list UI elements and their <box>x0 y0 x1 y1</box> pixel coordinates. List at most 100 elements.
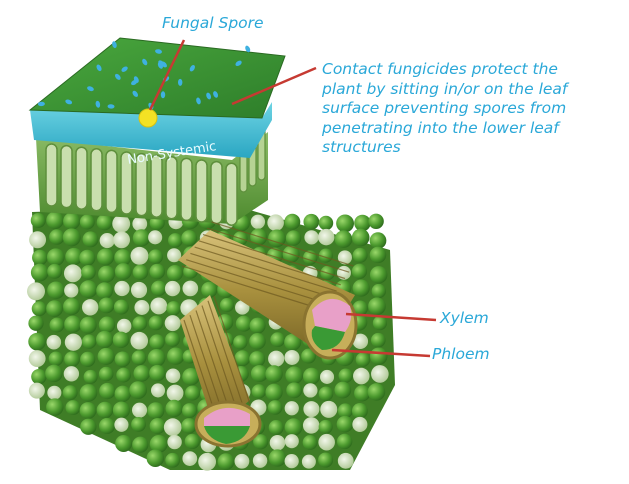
description-line: penetrating into the lower leaf <box>322 119 567 139</box>
mesophyll-cell <box>99 317 115 333</box>
surface-cell-spot <box>178 79 182 86</box>
mesophyll-cell <box>100 233 115 248</box>
mesophyll-cell <box>236 316 252 332</box>
phloem-label: Phloem <box>432 345 490 363</box>
mesophyll-cell <box>339 368 353 382</box>
mesophyll-cell <box>303 401 319 417</box>
mesophyll-cell <box>370 347 388 365</box>
mesophyll-cell <box>303 383 317 397</box>
mesophyll-cell <box>130 247 148 265</box>
mesophyll-cell <box>113 332 129 348</box>
mesophyll-cell <box>29 231 46 248</box>
mesophyll-cell <box>285 454 299 468</box>
mesophyll-cell <box>253 453 267 467</box>
mesophyll-cell <box>368 297 386 315</box>
mesophyll-cell <box>354 215 371 232</box>
mesophyll-cell <box>371 333 386 348</box>
mesophyll-cell <box>114 281 129 296</box>
mesophyll-cell <box>79 250 95 266</box>
mesophyll-cell <box>165 453 180 468</box>
palisade-cell <box>211 162 222 224</box>
palisade-cell <box>76 147 87 209</box>
mesophyll-cell <box>99 367 114 382</box>
mesophyll-cell <box>167 385 184 402</box>
mesophyll-cell <box>185 434 200 449</box>
mesophyll-cell <box>303 368 320 385</box>
mesophyll-cell <box>149 264 165 280</box>
mesophyll-cell <box>265 365 282 382</box>
mesophyll-cell <box>182 281 198 297</box>
mesophyll-cell <box>98 348 115 365</box>
palisade-cell <box>61 146 72 208</box>
mesophyll-cell <box>147 402 164 419</box>
mesophyll-cell <box>284 214 300 230</box>
mesophyll-cell <box>63 228 81 246</box>
mesophyll-cell <box>250 318 266 334</box>
mesophyll-cell <box>182 403 197 418</box>
mesophyll-cell <box>65 334 82 351</box>
mesophyll-cell <box>64 316 81 333</box>
mesophyll-cell <box>81 265 96 280</box>
mesophyll-cell <box>368 383 386 401</box>
mesophyll-cell <box>318 434 335 451</box>
mesophyll-cell <box>338 453 354 469</box>
mesophyll-cell <box>269 449 286 466</box>
palisade-cell <box>46 144 57 206</box>
mesophyll-cell <box>352 229 370 247</box>
mesophyll-cell <box>46 398 63 415</box>
mesophyll-cell <box>116 368 131 383</box>
mesophyll-cell <box>96 331 113 348</box>
mesophyll-cell <box>46 300 63 317</box>
mesophyll-cell <box>302 455 316 469</box>
mesophyll-cell <box>304 230 318 244</box>
mesophyll-cell <box>82 299 98 315</box>
description-line: plant by sitting in/or on the leaf <box>322 80 567 100</box>
mesophyll-cell <box>198 453 216 471</box>
mesophyll-cell <box>182 451 197 466</box>
mesophyll-cell <box>115 435 132 452</box>
mesophyll-cell <box>97 402 114 419</box>
mesophyll-cell <box>99 418 115 434</box>
mesophyll-cell <box>32 301 47 316</box>
mesophyll-cell <box>285 401 299 415</box>
mesophyll-cell <box>284 350 299 365</box>
mesophyll-cell <box>353 248 368 263</box>
mesophyll-cell <box>269 420 284 435</box>
contact-fungicide-description: Contact fungicides protect the plant by … <box>322 60 567 158</box>
mesophyll-cell <box>63 298 80 315</box>
mesophyll-cell <box>165 400 182 417</box>
mesophyll-cell <box>319 386 334 401</box>
mesophyll-cell <box>285 434 299 448</box>
mesophyll-cell <box>45 365 62 382</box>
mesophyll-cell <box>148 230 162 244</box>
mesophyll-cell <box>82 335 96 349</box>
mesophyll-cell <box>29 383 45 399</box>
mesophyll-cell <box>319 420 333 434</box>
mesophyll-cell <box>113 402 130 419</box>
mesophyll-cell <box>352 403 368 419</box>
palisade-cell <box>226 163 237 225</box>
mesophyll-cell <box>252 384 266 398</box>
mesophyll-cell <box>150 418 166 434</box>
mesophyll-cell <box>337 434 352 449</box>
mesophyll-cell <box>80 280 98 298</box>
mesophyll-cell <box>249 351 265 367</box>
mesophyll-cell <box>112 215 130 233</box>
mesophyll-cell <box>149 334 164 349</box>
mesophyll-cell <box>132 437 148 453</box>
mesophyll-cell <box>29 350 46 367</box>
fungal-spore-label: Fungal Spore <box>162 14 264 32</box>
palisade-cell <box>166 157 177 219</box>
mesophyll-cell <box>96 282 113 299</box>
mesophyll-cell <box>164 418 182 436</box>
mesophyll-cell <box>165 281 180 296</box>
mesophyll-cell <box>149 365 165 381</box>
mesophyll-cell <box>130 332 148 350</box>
mesophyll-cell <box>28 333 46 351</box>
mesophyll-cell <box>373 316 387 330</box>
mesophyll-cell <box>267 214 284 231</box>
mesophyll-cell <box>97 248 114 265</box>
mesophyll-cell <box>251 215 265 229</box>
mesophyll-cell <box>167 347 184 364</box>
mesophyll-cell <box>114 300 129 315</box>
